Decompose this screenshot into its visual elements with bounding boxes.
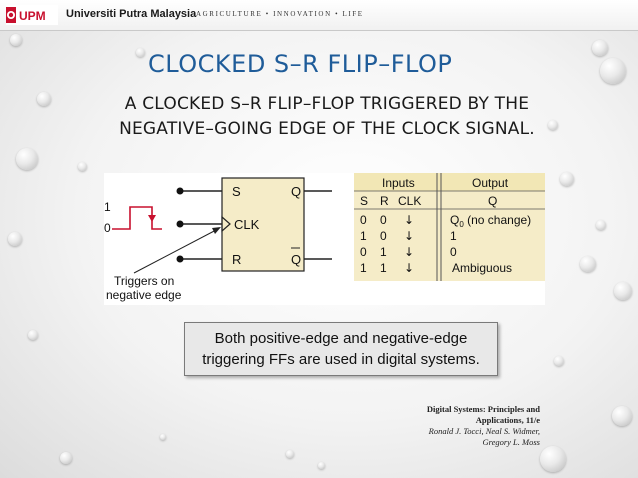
water-droplet [548,120,558,130]
water-droplet [28,330,38,340]
row-2-s: 1 [360,229,367,243]
col-q-header: Q [488,194,497,208]
row-1-q-sub: 0 [459,220,464,229]
water-droplet [286,450,294,458]
ff-qbar-label: Q [291,252,301,267]
row-2-r: 0 [380,229,387,243]
subtitle-line-1: A CLOCKED S–R FLIP–FLOP TRIGGERED BY THE [124,94,530,114]
callout-line-2: triggering FFs are used in digital syste… [202,351,480,368]
note-callout-box: Both positive-edge and negative-edge tri… [184,322,498,376]
citation-line-4: Gregory L. Moss [482,437,540,447]
slide-subtitle: A CLOCKED S–R FLIP–FLOP TRIGGERED BY THE… [92,92,562,142]
ff-q-label: Q [291,184,301,199]
ff-r-label: R [232,252,241,267]
water-droplet [592,40,608,56]
row-3-clk: ↓ [404,245,414,259]
callout-line-1: Both positive-edge and negative-edge [214,330,468,347]
col-s-header: S [360,194,368,208]
row-4-s: 1 [360,261,367,275]
row-3-s: 0 [360,245,367,259]
header-bar: UPM Universiti Putra Malaysia AGRICULTUR… [0,0,638,31]
falling-edge-arrow [148,215,156,222]
water-droplet [160,434,166,440]
clock-low-label: 0 [104,221,111,235]
ff-clk-label: CLK [234,217,260,232]
row-1-q: Q0 (no change) [450,213,531,229]
row-4-r: 1 [380,261,387,275]
r-input-dot [176,255,184,263]
trigger-pointer-line [133,228,219,274]
output-header: Output [472,176,509,190]
clk-input-dot [176,220,184,228]
table-row: 1 1 ↓ Ambiguous [360,261,512,275]
water-droplet [554,356,564,366]
clock-waveform [112,206,162,230]
row-3-r: 1 [380,245,387,259]
row-1-s: 0 [360,213,367,227]
water-droplet [60,452,72,464]
upm-logo-icon: UPM [6,5,58,25]
citation-line-2: Applications, 11/e [475,415,540,425]
subtitle-line-2: NEGATIVE–GOING EDGE OF THE CLOCK SIGNAL. [119,119,535,139]
row-4-q: Ambiguous [452,261,512,275]
row-4-clk: ↓ [404,261,414,275]
water-droplet [614,282,632,300]
truth-table-header [354,173,545,191]
university-name: Universiti Putra Malaysia [66,8,197,20]
row-2-clk: ↓ [404,229,414,243]
water-droplet [596,220,606,230]
logo-text: UPM [19,9,46,23]
water-droplet [318,462,325,469]
row-1-q-rest: (no change) [464,213,531,227]
water-droplet [37,92,51,106]
water-droplet [10,34,22,46]
inputs-header: Inputs [382,176,415,190]
water-droplet [600,58,626,84]
row-1-clk: ↓ [404,213,414,227]
row-1-r: 0 [380,213,387,227]
citation: Digital Systems: Principles and Applicat… [400,404,540,448]
clock-triangle [221,215,231,233]
row-1-q-main: Q [450,213,459,227]
clock-high-label: 1 [104,200,111,214]
water-droplet [580,256,596,272]
water-droplet [540,446,566,472]
ff-s-label: S [232,184,241,199]
water-droplet [78,162,87,171]
s-input-dot [176,187,184,195]
university-tagline: AGRICULTURE • INNOVATION • LIFE [196,10,364,18]
row-2-q: 1 [450,229,457,243]
flip-flop-diagram: S Q CLK R Q 1 0 Triggers on negative edg… [104,173,545,302]
trigger-note-line-1: Triggers on [114,274,174,288]
water-droplet [612,406,632,426]
row-3-q: 0 [450,245,457,259]
table-row: 1 0 ↓ 1 [360,229,457,243]
water-droplet [560,172,574,186]
flip-flop-figure: S Q CLK R Q 1 0 Triggers on negative edg… [104,173,545,305]
slide-title: CLOCKED S–R FLIP–FLOP [148,50,453,78]
water-droplet [16,148,38,170]
trigger-pointer-arrow [212,227,221,234]
water-droplet [8,232,22,246]
citation-line-3: Ronald J. Tocci, Neal S. Widmer, [428,426,540,436]
citation-line-1: Digital Systems: Principles and [426,404,540,414]
col-clk-header: CLK [398,194,421,208]
trigger-note-line-2: negative edge [106,288,182,302]
flip-flop-box [221,177,305,272]
water-droplet [136,48,145,57]
table-row: 0 1 ↓ 0 [360,245,457,259]
table-row: 0 0 ↓ Q0 (no change) [360,213,531,229]
col-r-header: R [380,194,389,208]
